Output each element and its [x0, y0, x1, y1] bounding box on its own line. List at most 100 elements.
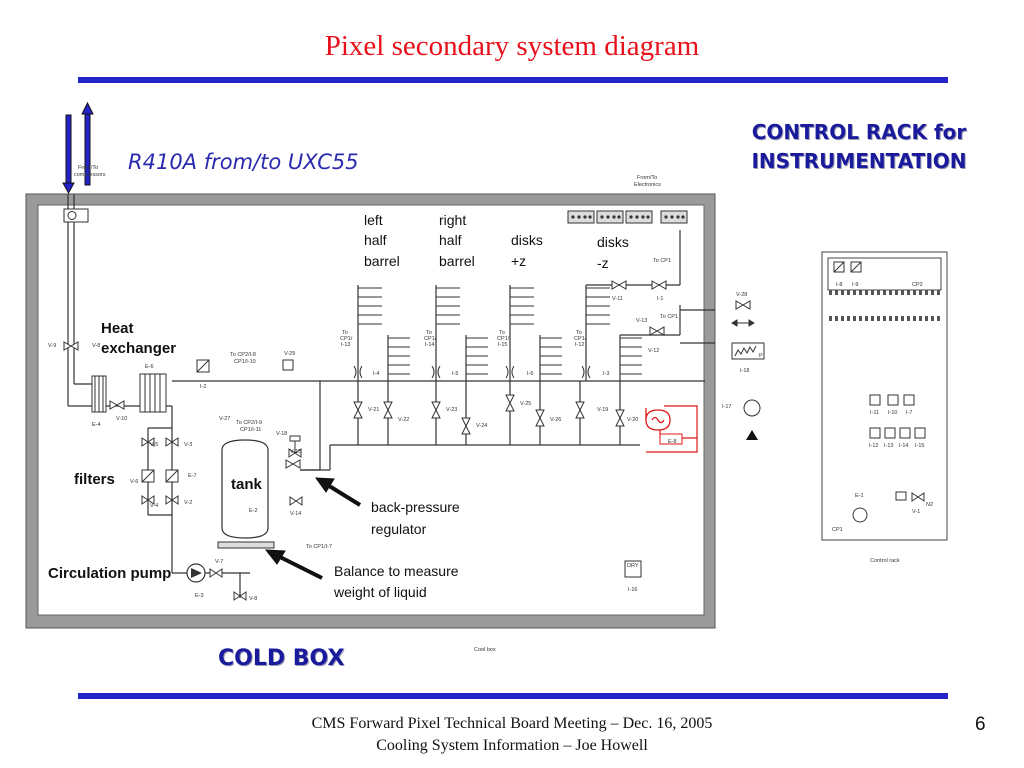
right-half-barrel-label-1: right — [439, 212, 466, 228]
svg-text:V-22: V-22 — [398, 417, 409, 423]
left-half-barrel-manifold — [358, 287, 410, 375]
slide-title: Pixel secondary system diagram — [324, 30, 700, 62]
valve-icon — [615, 409, 625, 427]
svg-text:V-26: V-26 — [550, 417, 561, 423]
from-to-compressors-1: From/To — [78, 165, 98, 171]
valve-icon — [165, 437, 179, 447]
refrigerant-caption: R410A from/to UXC55 — [128, 150, 359, 174]
to-cp2-8-tag: To CP2/I-8 — [230, 352, 256, 358]
svg-text:I-17: I-17 — [722, 404, 731, 410]
svg-text:I-14: I-14 — [899, 443, 908, 449]
valve-icon — [233, 591, 247, 601]
right-half-barrel-label-2: half — [439, 232, 462, 248]
svg-text:V-29: V-29 — [284, 351, 295, 357]
small-tags: To CP1 To CP1 To CP2/I-8 CP1/I-10 To CP2… — [48, 258, 933, 602]
to-cp1-15-tag-3: I-15 — [498, 342, 507, 348]
from-to-compressors-2: compressors — [74, 172, 106, 178]
svg-text:V-19: V-19 — [597, 407, 608, 413]
valve-icon — [651, 280, 667, 290]
svg-text:V-27: V-27 — [219, 416, 230, 422]
tank-icon — [221, 439, 269, 539]
svg-text:V-13: V-13 — [636, 318, 647, 324]
to-cp1-13-tag-2: CP1/ — [340, 336, 353, 342]
to-cp1-14-tag-2: CP1/ — [424, 336, 437, 342]
from-to-electronics-2: Electronics — [634, 182, 661, 188]
to-cp1-15-tag-2: CP1/ — [497, 336, 510, 342]
cp1-10-tag: CP1/I-10 — [234, 359, 256, 365]
svg-text:E-1: E-1 — [855, 493, 864, 499]
recorder-icon — [731, 342, 765, 360]
valve-icon — [353, 401, 363, 419]
valve-icon — [165, 495, 179, 505]
vacuum-pump-icon — [743, 399, 761, 417]
footer-line1: CMS Forward Pixel Technical Board Meetin… — [311, 715, 713, 732]
svg-text:I-12: I-12 — [869, 443, 878, 449]
svg-text:I-13: I-13 — [884, 443, 893, 449]
flow-elements — [353, 365, 591, 379]
to-cp1-7-tag: To CP1/I-7 — [306, 544, 332, 550]
right-half-barrel-manifold — [436, 287, 488, 375]
svg-text:I-18: I-18 — [740, 368, 749, 374]
ground-icon — [746, 430, 758, 440]
svg-text:I-10: I-10 — [888, 410, 897, 416]
from-to-electronics-1: From/To — [637, 175, 657, 181]
valve-icon — [141, 495, 155, 505]
valve-icon — [431, 401, 441, 419]
control-rack-pins — [829, 290, 940, 321]
svg-text:V-25: V-25 — [520, 401, 531, 407]
svg-text:V-1: V-1 — [912, 509, 920, 515]
svg-text:V-15: V-15 — [290, 449, 301, 455]
to-cp1-12-tag-3: I-12 — [575, 342, 584, 348]
to-cp1-tag: To CP1 — [653, 258, 671, 264]
svg-text:V-8: V-8 — [249, 596, 257, 602]
to-cp1-14-tag-3: I-14 — [425, 342, 434, 348]
back-pressure-label-2: regulator — [371, 521, 427, 537]
svg-text:V-11: V-11 — [612, 296, 623, 302]
balance-label-1: Balance to measure — [334, 563, 459, 579]
footer-line2: Cooling System Information – Joe Howell — [376, 737, 648, 754]
svg-text:V-4: V-4 — [150, 503, 158, 509]
circulation-pump-label: Circulation pump — [48, 565, 171, 582]
right-half-barrel-label-3: barrel — [439, 253, 475, 269]
valve-icon — [141, 437, 155, 447]
svg-text:E-2: E-2 — [249, 508, 258, 514]
svg-text:I-3: I-3 — [603, 371, 609, 377]
to-cp1-tag-2: To CP1 — [660, 314, 678, 320]
svg-text:V-6: V-6 — [130, 479, 138, 485]
back-pressure-regulator-icon — [288, 435, 302, 458]
valve-icon — [505, 394, 515, 412]
svg-text:I-16: I-16 — [628, 587, 637, 593]
to-cp1-13-tag-3: I-13 — [341, 342, 350, 348]
svg-text:V-28: V-28 — [736, 292, 747, 298]
valve-icon — [611, 280, 627, 290]
back-pressure-label-1: back-pressure — [371, 499, 460, 515]
footer: CMS Forward Pixel Technical Board Meetin… — [0, 713, 1024, 757]
svg-text:V-2: V-2 — [184, 500, 192, 506]
filters-icon — [141, 469, 179, 483]
disks-pz-label-1: disks — [511, 232, 543, 248]
svg-text:V-5: V-5 — [150, 442, 158, 448]
arrow-left-right-icon — [731, 319, 755, 327]
svg-text:V-7: V-7 — [215, 559, 223, 565]
control-rack-caption: CONTROL RACK for INSTRUMENTATION — [694, 118, 1024, 176]
svg-text:I-5: I-5 — [452, 371, 458, 377]
cool-box-label: Cool box — [474, 647, 496, 653]
svg-text:V-20: V-20 — [627, 417, 638, 423]
valve-icon — [285, 459, 301, 469]
balance-icon — [217, 541, 275, 549]
heat-exchanger-label-2: exchanger — [101, 340, 176, 357]
to-cp1-14-tag-1: To — [426, 330, 432, 336]
heater-icon — [645, 405, 698, 453]
connector-pins — [571, 215, 685, 219]
svg-text:I-6: I-6 — [527, 371, 533, 377]
svg-text:E-8: E-8 — [668, 439, 677, 445]
svg-text:DRY: DRY — [627, 563, 639, 569]
svg-text:V-21: V-21 — [368, 407, 379, 413]
svg-text:V-9: V-9 — [48, 343, 56, 349]
detector-manifolds — [358, 287, 642, 375]
valve-icon — [735, 300, 751, 310]
svg-text:E-4: E-4 — [92, 422, 101, 428]
to-cp1-12-tag-1: To — [576, 330, 582, 336]
refrigerant-arrows — [62, 101, 94, 195]
valve-icon — [63, 341, 79, 351]
